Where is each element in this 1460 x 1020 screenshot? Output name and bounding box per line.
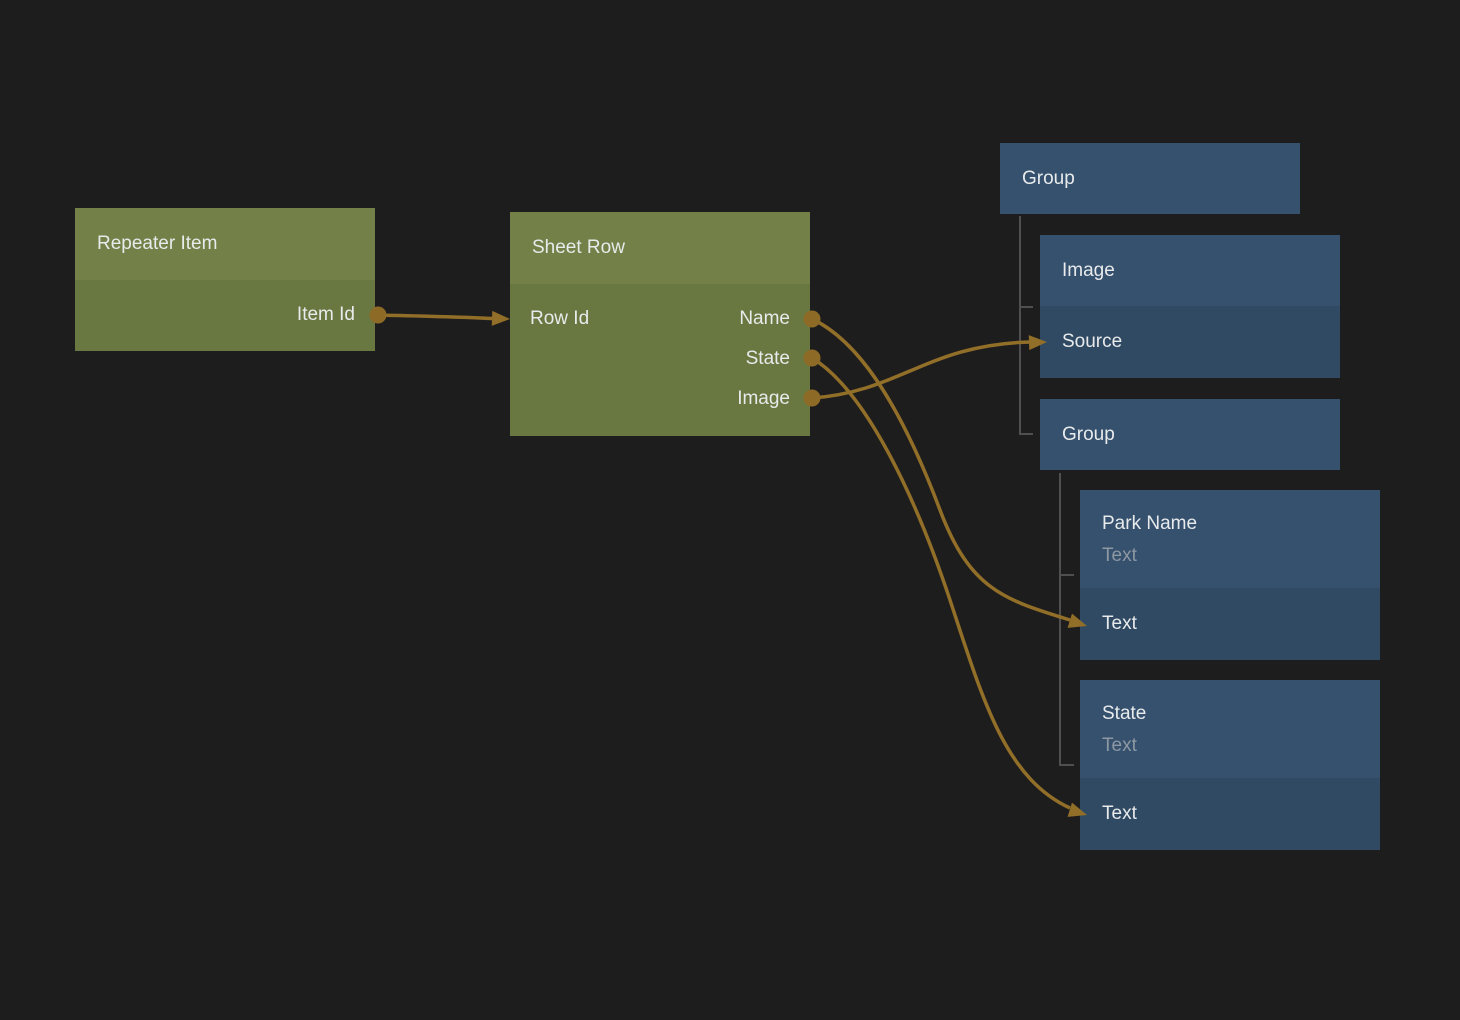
node-repeater-item-header[interactable]: Repeater Item	[75, 208, 375, 280]
node-image[interactable]: Image Source	[1040, 235, 1340, 378]
node-title: Group	[1022, 167, 1075, 189]
node-sheet-row-body: Row Id Name State Image	[510, 284, 810, 436]
node-park-name-body: Text	[1080, 588, 1380, 660]
port-label-row-id: Row Id	[530, 308, 590, 329]
node-state[interactable]: State Text Text	[1080, 680, 1380, 850]
node-title: Group	[1062, 423, 1115, 445]
port-label-item-id: Item Id	[296, 304, 355, 325]
node-state-body: Text	[1080, 778, 1380, 850]
node-title: Image	[1062, 259, 1115, 281]
port-label-text: Text	[1102, 803, 1137, 824]
connection-image-to-source[interactable]	[811, 335, 1047, 400]
node-sheet-row[interactable]: Sheet Row Row Id Name State Image	[510, 212, 810, 436]
node-subtitle: Text	[1102, 545, 1137, 566]
port-label-source: Source	[1062, 331, 1123, 352]
node-repeater-item[interactable]: Repeater Item Item Id	[75, 208, 375, 351]
node-group-top[interactable]: Group	[1000, 143, 1300, 214]
arrowhead-row-id	[491, 310, 510, 326]
node-subtitle: Text	[1102, 735, 1137, 756]
port-label-image: Image	[737, 388, 790, 409]
connection-item-id-to-row-id[interactable]	[377, 310, 510, 327]
node-image-header[interactable]: Image	[1040, 235, 1340, 306]
node-repeater-item-body: Item Id	[75, 280, 375, 351]
node-title: Sheet Row	[532, 237, 625, 258]
node-image-body: Source	[1040, 306, 1340, 378]
node-group-child[interactable]: Group	[1040, 399, 1340, 470]
node-park-name[interactable]: Park Name Text Text	[1080, 490, 1380, 660]
node-sheet-row-header[interactable]: Sheet Row	[510, 212, 810, 284]
group-child-tree-line	[1059, 473, 1074, 766]
port-label-state: State	[745, 348, 790, 369]
port-label-text: Text	[1102, 613, 1137, 634]
port-label-name: Name	[739, 308, 790, 329]
group-top-tree-line	[1019, 216, 1033, 435]
node-title: State	[1102, 703, 1147, 724]
node-title: Repeater Item	[97, 233, 218, 254]
node-park-name-header[interactable]: Park Name Text	[1080, 490, 1380, 588]
node-state-header[interactable]: State Text	[1080, 680, 1380, 778]
node-title: Park Name	[1102, 513, 1198, 534]
